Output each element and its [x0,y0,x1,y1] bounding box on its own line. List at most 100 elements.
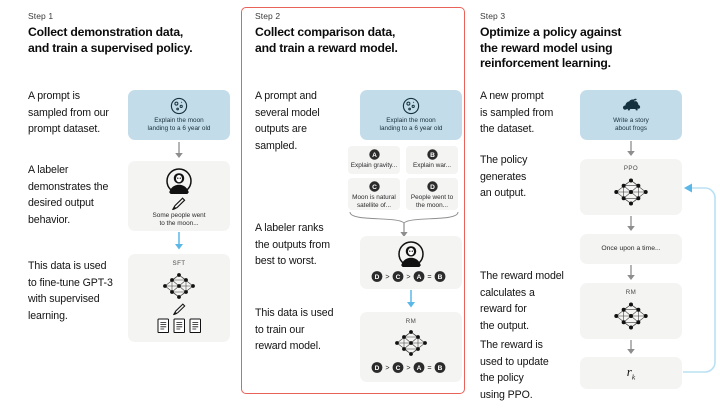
step-2-output-d[interactable]: D People went to the moon... [406,178,458,210]
svg-text:=: = [427,272,431,281]
step-2-brace-arrow [349,211,459,237]
frog-icon [580,96,682,113]
step-2-column: Step 2 Collect comparison data, and trai… [238,0,470,411]
svg-text:C: C [396,365,401,372]
step-3-reward-value: rk [580,364,682,382]
step-3-paragraph-4: The reward is used to update the policy … [480,339,549,401]
step-1-label: Step 1 [28,11,54,21]
svg-text:B: B [430,152,435,159]
step-3-paragraph-2: The policy generates an output. [480,154,528,199]
step-3-title-line1: Optimize a policy against [480,25,622,39]
step-3-paragraph-3: The reward model calculates a reward for… [480,270,564,332]
moon-icon [360,97,462,115]
option-badge-d: D [406,181,458,192]
neural-network-icon [580,175,682,209]
pencil-icon [128,303,230,316]
step-2-label: Step 2 [255,11,281,21]
step-3-title-line2: the reward model using [480,40,613,55]
step-1-sft-box[interactable]: SFT [128,254,230,342]
step-3-policy-tag: PPO [623,165,639,172]
svg-text:C: C [396,274,401,281]
svg-text:>: > [406,363,410,372]
step-3-prompt-caption: Write a story about frogs [613,117,649,133]
neural-network-icon [580,299,682,333]
step-2-prompt-caption: Explain the moon landing to a 6 year old [379,117,443,133]
step-2-output-c-text: Moon is natural satellite of... [352,194,396,210]
step-3-output-text: Once upon a time... [601,245,661,252]
step-2-output-a-text: Explain gravity... [350,162,398,169]
step-1-model-tag: SFT [172,260,186,267]
step-3-reward-tag: RM [625,289,637,296]
step-1-paragraph-1: A prompt is sampled from our prompt data… [28,90,109,135]
step-2-model-tag: RM [405,318,417,325]
step-1-labeler-box[interactable]: Some people went to the moon... [128,161,230,231]
step-3-label: Step 3 [480,11,506,21]
neural-network-icon [360,327,462,359]
step-3-paragraph-1: A new prompt is sampled from the dataset… [480,90,554,135]
reward-symbol: r [626,364,632,379]
step-2-paragraph-1: A prompt and several model outputs are s… [255,90,320,152]
moon-icon [128,97,230,115]
svg-text:A: A [417,274,422,281]
step-1-prompt-box[interactable]: Explain the moon landing to a 6 year old [128,90,230,140]
step-3-title-line3: reinforcement learning. [480,56,611,70]
step-1-prompt-caption: Explain the moon landing to a 6 year old [147,117,211,133]
step-2-title: Collect comparison data, and train a rew… [255,25,460,56]
option-badge-b: B [406,149,458,160]
step-3-ppo-box[interactable]: PPO [580,159,682,215]
step-1-arrow-2 [175,232,183,250]
step-1-labeler-caption: Some people went to the moon... [152,212,206,228]
step-2-arrow-2 [407,290,415,308]
svg-text:>: > [406,272,410,281]
step-2-paragraph-2: A labeler ranks the outputs from best to… [255,222,330,267]
svg-text:D: D [375,274,380,281]
reward-subscript: k [631,372,636,382]
labeler-person-icon [360,241,462,267]
step-2-output-b-text: Explain war... [412,162,451,169]
svg-text:A: A [372,152,377,159]
pencil-icon [128,197,230,211]
step-1-paragraph-2: A labeler demonstrates the desired outpu… [28,164,109,226]
svg-text:B: B [438,365,443,372]
labeler-person-icon [128,168,230,194]
step-1-title-line2: and train a supervised policy. [28,40,193,55]
svg-text:D: D [430,184,435,191]
step-3-column: Step 3 Optimize a policy against the rew… [470,0,720,411]
svg-text:>: > [385,363,389,372]
svg-text:C: C [372,184,377,191]
step-3-title: Optimize a policy against the reward mod… [480,25,700,72]
step-3-arrow-2 [627,216,635,231]
step-2-rm-ranking: D C A B > > = [360,361,462,374]
step-2-output-d-text: People went to the moon... [410,194,454,210]
step-2-output-b[interactable]: B Explain war... [406,146,458,174]
feedback-loop-arrow [683,183,716,373]
step-2-paragraph-3: This data is used to train our reward mo… [255,307,334,352]
step-2-prompt-box[interactable]: Explain the moon landing to a 6 year old [360,90,462,140]
neural-network-icon [128,270,230,302]
step-3-arrow-4 [627,340,635,354]
documents-icon [128,318,230,334]
svg-text:A: A [417,365,422,372]
step-1-title-line1: Collect demonstration data, [28,25,184,39]
step-3-rm-box[interactable]: RM [580,283,682,339]
step-1-column: Step 1 Collect demonstration data, and t… [0,0,238,411]
step-3-arrow-1 [627,141,635,156]
step-2-title-line1: Collect comparison data, [255,25,396,39]
option-badge-a: A [348,149,400,160]
step-2-title-line2: and train a reward model. [255,40,398,55]
svg-text:=: = [427,363,431,372]
step-3-arrow-3 [627,265,635,280]
step-3-output-box[interactable]: Once upon a time... [580,234,682,264]
step-2-output-c[interactable]: C Moon is natural satellite of... [348,178,400,210]
step-3-reward-box[interactable]: rk [580,357,682,389]
step-2-rm-box[interactable]: RM D C A B > > = [360,312,462,382]
svg-text:B: B [438,274,443,281]
option-badge-c: C [348,181,400,192]
step-2-output-a[interactable]: A Explain gravity... [348,146,400,174]
step-1-title: Collect demonstration data, and train a … [28,25,233,56]
step-3-prompt-box[interactable]: Write a story about frogs [580,90,682,140]
svg-text:D: D [375,365,380,372]
